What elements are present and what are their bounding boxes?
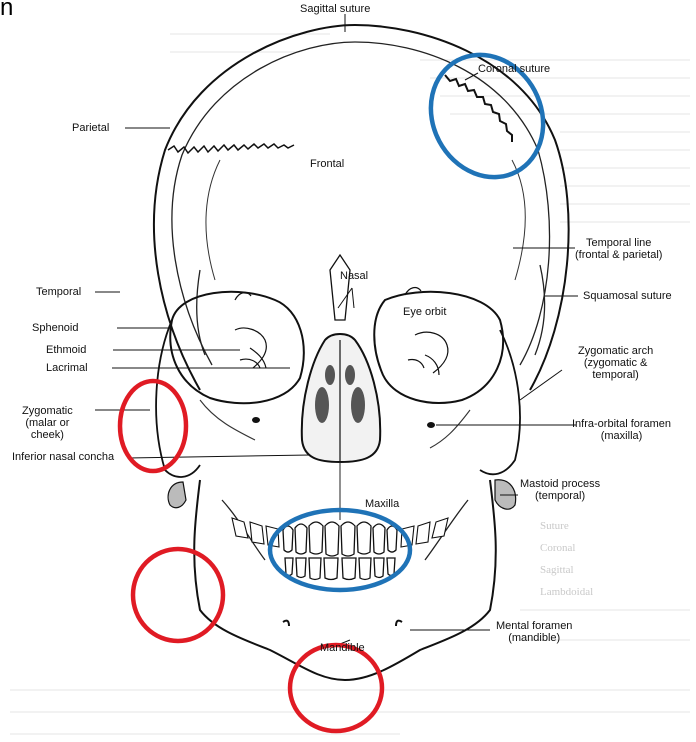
upper-teeth: [283, 522, 397, 556]
label-temporal: Temporal: [36, 286, 81, 298]
nasal-pointer: [338, 288, 352, 308]
label-sphenoid: Sphenoid: [32, 322, 79, 334]
background-text-3: Sagittal: [540, 564, 574, 577]
label-mastoid-process: Mastoid process (temporal): [520, 478, 600, 502]
red-circle-mandible-angle: [133, 549, 223, 641]
background-text-2: Coronal: [540, 542, 575, 555]
label-mandible: Mandible: [320, 642, 365, 654]
label-inferior-nasal-concha: Inferior nasal concha: [12, 451, 114, 463]
side-teeth: [232, 518, 448, 547]
label-mental-foramen: Mental foramen (mandible): [496, 620, 572, 644]
background-text-4: Lambdoidal: [540, 586, 593, 599]
label-coronal-suture: Coronal suture: [478, 63, 550, 75]
left-orbit: [170, 292, 304, 403]
right-mental-foramen: [396, 621, 402, 626]
label-squamosal-suture: Squamosal suture: [583, 290, 672, 302]
blue-circle-coronal-suture: [410, 35, 565, 197]
label-temporal-line: Temporal line (frontal & parietal): [575, 237, 662, 261]
label-frontal: Frontal: [310, 158, 344, 170]
cranium-outline: [154, 25, 569, 390]
nasal-cavity: [302, 334, 380, 462]
label-parietal: Parietal: [72, 122, 109, 134]
label-ethmoid: Ethmoid: [46, 344, 86, 356]
background-text-1: Suture: [540, 520, 569, 533]
mastoid-process: [495, 480, 516, 509]
corner-fragment: n: [0, 0, 13, 22]
label-zygomatic: Zygomatic (malar or cheek): [22, 405, 73, 441]
nasal-bones: [330, 255, 350, 320]
label-sagittal-suture: Sagittal suture: [300, 3, 370, 15]
right-coronal-suture: [445, 75, 512, 142]
label-lacrimal: Lacrimal: [46, 362, 88, 374]
left-mastoid: [168, 482, 186, 508]
left-mental-foramen: [283, 621, 289, 626]
cranium-inner-outline: [172, 42, 550, 365]
label-nasal: Nasal: [340, 270, 368, 282]
temporal-line: [206, 160, 525, 280]
label-infra-orbital-foramen: Infra-orbital foramen (maxilla): [572, 418, 671, 442]
label-eye-orbit: Eye orbit: [403, 306, 446, 318]
label-maxilla: Maxilla: [365, 498, 399, 510]
nasal-pointer-2: [352, 288, 354, 308]
label-zygomatic-arch: Zygomatic arch (zygomatic & temporal): [578, 345, 653, 381]
red-circle-chin: [290, 645, 382, 731]
left-infra-orbital-foramen: [252, 417, 260, 423]
lower-teeth: [285, 558, 395, 580]
right-infra-orbital-foramen: [427, 422, 435, 428]
